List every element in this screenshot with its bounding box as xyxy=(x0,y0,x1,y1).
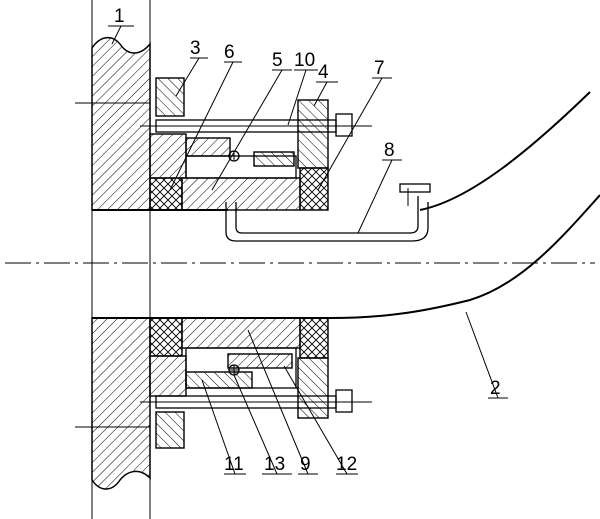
label-part-6: 6 xyxy=(224,42,235,63)
wall-lower xyxy=(91,317,151,490)
gland-body-upper xyxy=(149,133,187,179)
gland-body-lower xyxy=(149,355,187,397)
inner-ring-upper xyxy=(185,137,231,157)
label-part-4: 4 xyxy=(318,62,329,83)
sleeve-upper xyxy=(181,177,301,211)
label-part-8: 8 xyxy=(384,140,395,161)
leader-lines xyxy=(108,25,508,475)
wall-upper xyxy=(91,36,151,211)
label-part-9: 9 xyxy=(300,454,311,475)
label-part-2: 2 xyxy=(490,378,501,399)
label-part-11: 11 xyxy=(224,454,244,475)
label-part-12: 12 xyxy=(336,454,357,475)
cavity-lower xyxy=(185,347,297,389)
flange-lower xyxy=(155,411,185,449)
bolt-head-upper xyxy=(335,113,353,137)
gland-ring-upper xyxy=(297,99,329,169)
packing-right-lower xyxy=(299,317,329,359)
packing-left-upper xyxy=(149,177,183,211)
pipe-lower-wall xyxy=(92,194,600,319)
label-part-10: 10 xyxy=(294,50,315,71)
valve-handle xyxy=(399,183,431,193)
ball-lower-cross xyxy=(229,365,239,375)
label-part-1: 1 xyxy=(114,6,125,27)
gland-ring-lower xyxy=(297,357,329,419)
inner-block-upper xyxy=(253,151,295,167)
label-part-13: 13 xyxy=(264,454,285,475)
packing-right-upper xyxy=(299,167,329,211)
bolt-head-lower xyxy=(335,389,353,413)
label-part-3: 3 xyxy=(190,38,201,59)
inner-ring-lower xyxy=(185,371,253,389)
cavity-upper xyxy=(185,155,297,179)
inner-block-lower xyxy=(227,353,293,369)
flange-upper xyxy=(155,77,185,117)
label-part-7: 7 xyxy=(374,58,385,79)
label-part-5: 5 xyxy=(272,50,283,71)
u-tube xyxy=(225,196,429,242)
packing-left-lower xyxy=(149,317,183,357)
sleeve-lower xyxy=(181,317,301,349)
